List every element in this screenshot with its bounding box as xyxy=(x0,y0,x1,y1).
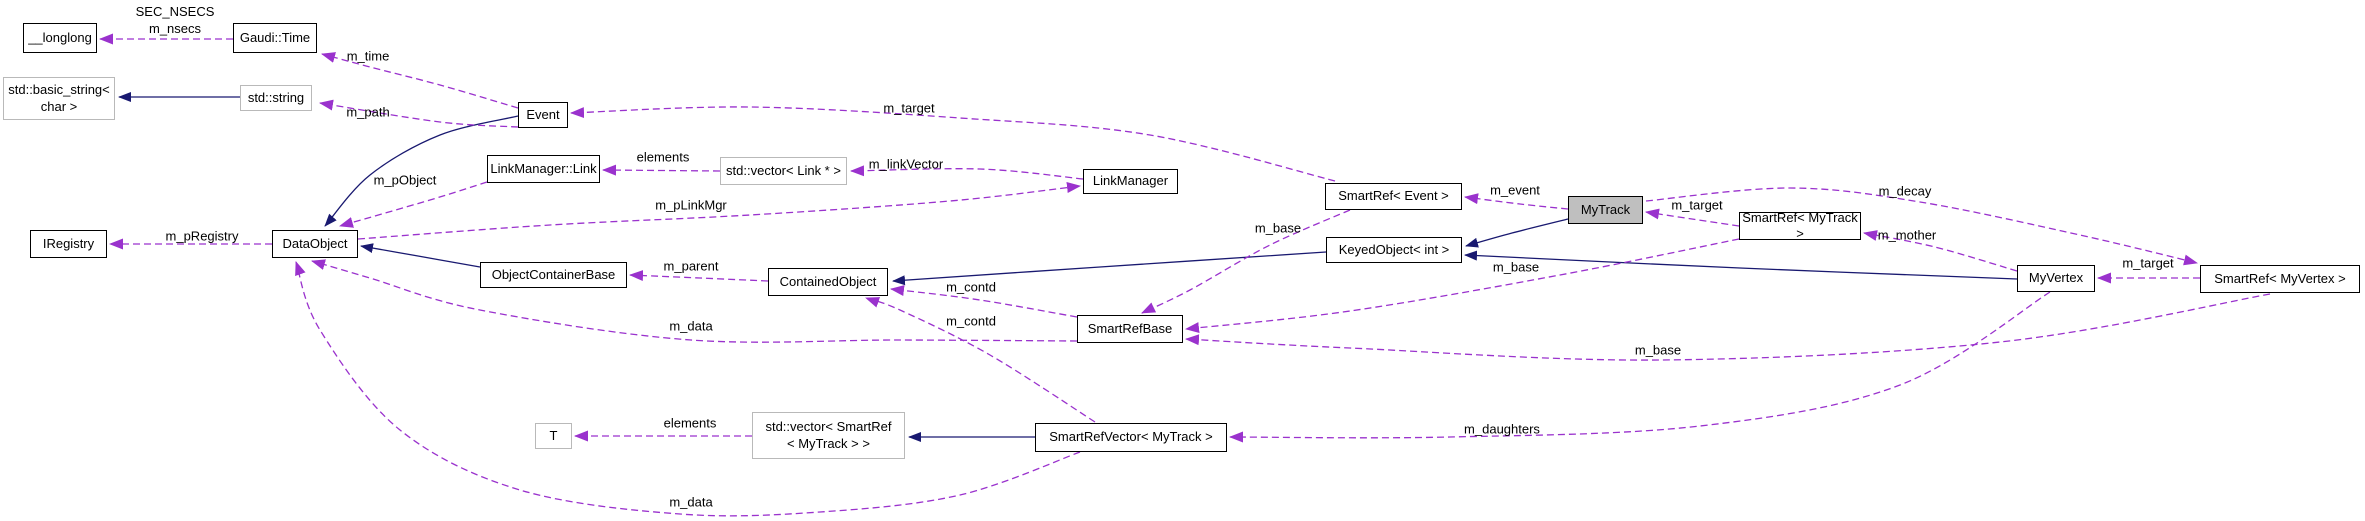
edge-label-use-m_target-vertex: m_target xyxy=(2122,255,2174,271)
edge-label-use-m_path: m_path xyxy=(346,104,390,120)
edge-label-use-m_pLinkMgr: m_pLinkMgr xyxy=(655,197,727,213)
usage-edge-use-m_target-track xyxy=(1645,208,1740,227)
edge-label-use-m_data1: m_data xyxy=(669,318,713,334)
usage-edge-use-m_parent xyxy=(629,270,769,282)
edge-label-use-m_target-track: m_target xyxy=(1671,197,1723,213)
usage-edge-use-elements1 xyxy=(602,164,721,176)
usage-edge-use-m_base3 xyxy=(1185,293,2271,361)
edge-label-use-m_base2: m_base xyxy=(1492,259,1540,275)
class-node-srevent[interactable]: SmartRef< Event > xyxy=(1325,183,1462,210)
edge-label-use-elements2: elements xyxy=(663,415,717,431)
class-node-ocb[interactable]: ObjectContainerBase xyxy=(480,262,627,288)
usage-edge-use-m_target-event xyxy=(570,106,1336,182)
class-node-keyedobject[interactable]: KeyedObject< int > xyxy=(1326,237,1462,263)
usage-edge-use-m_daughters xyxy=(1229,291,2051,443)
edge-label-use-m_parent: m_parent xyxy=(663,258,719,274)
edge-label-use-m_contd2: m_contd xyxy=(946,313,996,329)
edge-label-use-m_pRegistry: m_pRegistry xyxy=(165,228,239,244)
edge-label-use-m_base3: m_base xyxy=(1634,342,1682,358)
inheritance-edge-inh-myvertex xyxy=(1464,250,2018,280)
edge-label-use-m_decay: m_decay xyxy=(1878,183,1932,199)
edge-label-use-m_pObject: m_pObject xyxy=(373,172,437,188)
edge-label-use-m_data2: m_data xyxy=(669,494,713,510)
class-node-vecsr: std::vector< SmartRef < MyTrack > > xyxy=(752,412,905,459)
class-node-containedobject[interactable]: ContainedObject xyxy=(768,268,888,296)
class-node-stdstring: std::string xyxy=(240,85,312,111)
edge-label-use-m_contd1: m_contd xyxy=(946,279,996,295)
edge-label-use-m_base1: m_base xyxy=(1254,220,1302,236)
edge-label-use-m_event: m_event xyxy=(1490,182,1540,198)
usage-edge-use-m_base1 xyxy=(1141,209,1351,314)
usage-edge-use-m_time xyxy=(321,52,519,109)
usage-edge-use-m_linkVector xyxy=(850,165,1084,180)
class-node-lmlink[interactable]: LinkManager::Link xyxy=(487,155,600,183)
inheritance-edge-inh-event xyxy=(324,115,519,227)
usage-edge-use-m_data1 xyxy=(311,259,1078,343)
usage-edge-use-m_pLinkMgr xyxy=(357,182,1081,240)
class-node-srmyvertex[interactable]: SmartRef< MyVertex > xyxy=(2200,265,2360,293)
inheritance-edge-inh-keyedobject xyxy=(892,251,1327,286)
class-node-mytrack: MyTrack xyxy=(1568,196,1643,224)
usage-edge-use-m_contd2 xyxy=(865,297,1096,423)
class-node-linkmanager[interactable]: LinkManager xyxy=(1083,169,1178,194)
edge-label-use-m_target-event: m_target xyxy=(883,100,935,116)
usage-edge-use-m_contd1 xyxy=(890,285,1078,318)
edge-label-use-m_nsecs: SEC_NSECS m_nsecs xyxy=(135,4,215,36)
inheritance-edge-inh-ocb xyxy=(360,243,481,268)
usage-edge-use-m_event xyxy=(1464,193,1569,210)
usage-edge-use-m_decay xyxy=(1645,187,2198,266)
class-node-myvertex[interactable]: MyVertex xyxy=(2017,265,2095,292)
class-node-srbase[interactable]: SmartRefBase xyxy=(1077,315,1183,343)
class-node-veclink: std::vector< Link * > xyxy=(720,157,847,185)
class-node-longlong[interactable]: __longlong xyxy=(23,23,97,53)
edge-label-use-elements1: elements xyxy=(636,149,690,165)
class-node-gauditime[interactable]: Gaudi::Time xyxy=(233,23,317,53)
edge-label-use-m_time: m_time xyxy=(346,48,390,64)
class-node-event[interactable]: Event xyxy=(518,102,568,128)
class-node-t: T xyxy=(535,423,572,449)
class-node-dataobject[interactable]: DataObject xyxy=(272,230,358,258)
edge-label-use-m_daughters: m_daughters xyxy=(1464,421,1540,437)
usage-edge-use-m_pObject xyxy=(339,181,488,228)
inheritance-edge-inh-mytrack xyxy=(1465,218,1569,248)
usage-edge-use-m_base2 xyxy=(1185,238,1740,334)
class-node-basicstring: std::basic_string< char > xyxy=(3,77,115,120)
class-node-srmytrack[interactable]: SmartRef< MyTrack > xyxy=(1739,210,1861,241)
usage-edge-use-m_path xyxy=(319,99,519,128)
class-node-iregistry[interactable]: IRegistry xyxy=(30,230,107,258)
class-node-srvector[interactable]: SmartRefVector< MyTrack > xyxy=(1035,423,1227,452)
edge-label-use-m_mother: m_mother xyxy=(1877,227,1937,243)
edge-label-use-m_linkVector: m_linkVector xyxy=(868,156,944,172)
usage-edge-use-m_data2 xyxy=(295,261,1081,517)
